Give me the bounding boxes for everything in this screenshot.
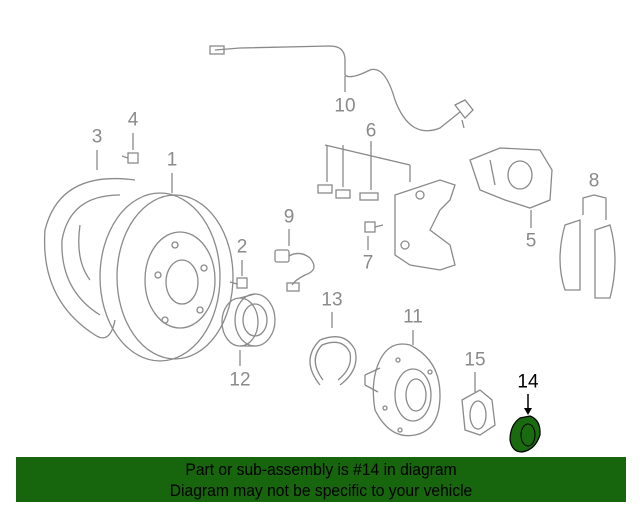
callout-12[interactable]: 12 <box>229 369 251 391</box>
collar-part-15 <box>461 389 496 436</box>
callout-2[interactable]: 2 <box>236 236 248 258</box>
callout-14[interactable]: 14 <box>517 371 539 393</box>
pad-wear-sensor-part-9 <box>274 249 315 292</box>
callout-4[interactable]: 4 <box>127 109 139 131</box>
brake-pads-part-8 <box>559 219 616 299</box>
part-notice-banner: Part or sub-assembly is #14 in diagram D… <box>16 457 626 502</box>
bolt-part-7 <box>364 221 384 233</box>
axle-nut-part-14 <box>509 394 541 453</box>
callout-6[interactable]: 6 <box>365 120 377 142</box>
brake-rotor-part-1 <box>99 192 234 362</box>
leader-8 <box>582 194 607 220</box>
backing-plate-part-3 <box>43 177 136 339</box>
callout-5[interactable]: 5 <box>525 230 537 252</box>
callout-8[interactable]: 8 <box>588 170 600 192</box>
banner-line-2: Diagram may not be specific to your vehi… <box>169 481 473 500</box>
callout-11[interactable]: 11 <box>403 306 423 328</box>
sensor-wire-part-10 <box>209 45 474 132</box>
bolt-part-4 <box>121 152 139 164</box>
callout-1[interactable]: 1 <box>166 149 178 171</box>
callout-15[interactable]: 15 <box>464 349 486 371</box>
callout-13[interactable]: 13 <box>321 289 343 311</box>
callout-9[interactable]: 9 <box>283 206 295 228</box>
wheel-bearing-part-12 <box>221 293 276 347</box>
banner-line-1: Part or sub-assembly is #14 in diagram <box>185 460 457 479</box>
caliper-carrier-part-6 <box>317 144 456 271</box>
callout-3[interactable]: 3 <box>91 126 103 148</box>
callout-7[interactable]: 7 <box>362 252 374 274</box>
bolt-part-2 <box>229 277 248 289</box>
brake-caliper-part-5 <box>469 147 553 209</box>
snap-ring-part-13 <box>309 336 357 386</box>
wheel-hub-part-11 <box>364 343 441 437</box>
callout-10[interactable]: 10 <box>334 95 356 117</box>
